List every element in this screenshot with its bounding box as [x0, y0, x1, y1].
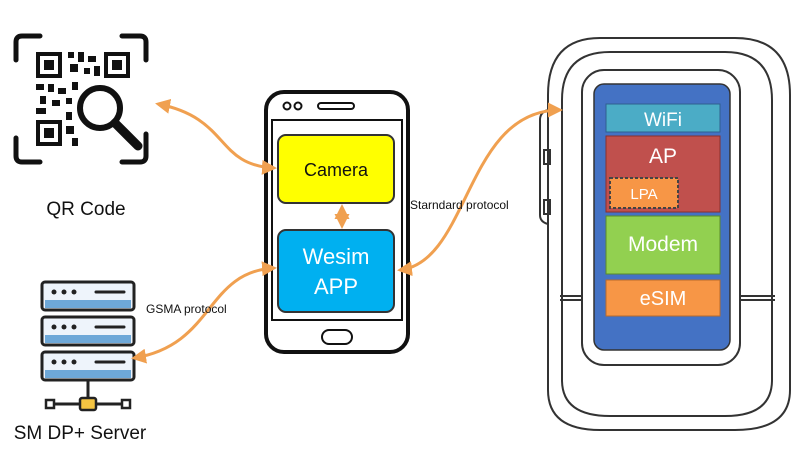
- server-icon: [40, 280, 136, 412]
- wesim-app-box: [277, 229, 395, 313]
- wesim-app-label-line1: Wesim: [303, 244, 370, 269]
- wifi-label: WiFi: [644, 110, 682, 131]
- camera-label: Camera: [304, 160, 369, 180]
- modem-block: [605, 215, 721, 275]
- qr-code-label: QR Code: [46, 199, 125, 220]
- server-label: SM DP+ Server: [14, 423, 147, 444]
- modem-label: Modem: [628, 233, 698, 256]
- esim-block: [605, 279, 721, 317]
- qr-code-icon: [13, 33, 149, 165]
- app-device-arrow: [397, 102, 563, 277]
- gsma-protocol-label: GSMA protocol: [146, 302, 227, 316]
- server-app-arrow: [131, 261, 277, 364]
- standard-protocol-label: Starndard protocol: [410, 198, 509, 212]
- wesim-app-label-line2: APP: [314, 274, 358, 299]
- qr-camera-arrow: [155, 98, 277, 175]
- lpa-block: [609, 177, 679, 209]
- lpa-label: LPA: [630, 186, 657, 203]
- esim-label: eSIM: [640, 288, 687, 310]
- ap-label: AP: [649, 145, 677, 168]
- wifi-block: [605, 103, 721, 133]
- camera-box: [277, 134, 395, 204]
